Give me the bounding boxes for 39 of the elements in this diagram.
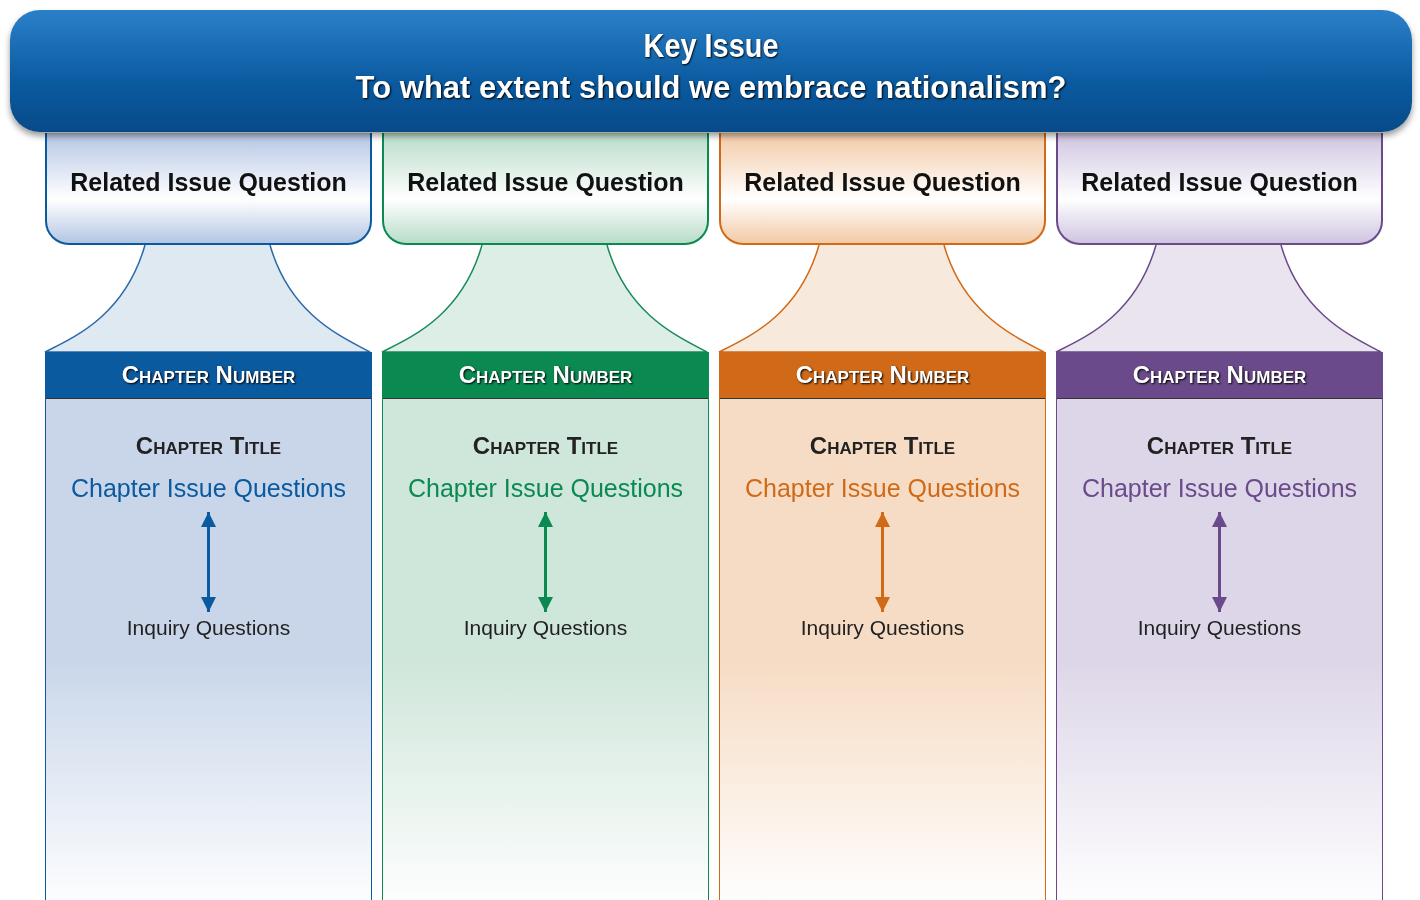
double-arrow — [538, 512, 553, 612]
funnel-connector — [1055, 244, 1382, 353]
chapter-panel — [719, 352, 1046, 900]
inquiry-questions: Inquiry Questions — [383, 616, 708, 640]
chapter-issue-questions: Chapter Issue Questions — [1057, 474, 1382, 503]
double-arrow — [1212, 512, 1227, 612]
funnel-connector — [381, 244, 708, 353]
chapter-panel — [382, 352, 709, 900]
funnel-connector — [718, 244, 1045, 353]
double-arrow — [875, 512, 890, 612]
chapter-number-header: Chapter Number — [383, 352, 708, 399]
chapter-title: Chapter Title — [134, 432, 283, 460]
funnel-connector — [44, 244, 371, 353]
chapter-panel — [45, 352, 372, 900]
banner-heading: Key Issue — [642, 26, 780, 65]
question-box — [45, 133, 372, 245]
banner-question: To what extent should we embrace nationalism? — [354, 70, 1068, 106]
chapter-issue-questions: Chapter Issue Questions — [46, 474, 371, 503]
chapter-title: Chapter Title — [471, 432, 620, 460]
inquiry-questions: Inquiry Questions — [46, 616, 371, 640]
chapter-number-header: Chapter Number — [720, 352, 1045, 399]
question-box — [1056, 133, 1383, 245]
question-label: Related Issue Question — [69, 168, 348, 197]
chapter-issue-questions: Chapter Issue Questions — [720, 474, 1045, 503]
question-label: Related Issue Question — [1080, 168, 1359, 197]
chapter-title: Chapter Title — [808, 432, 957, 460]
chapter-panel — [1056, 352, 1383, 900]
question-box — [382, 133, 709, 245]
chapter-title: Chapter Title — [1145, 432, 1294, 460]
chapter-issue-questions: Chapter Issue Questions — [383, 474, 708, 503]
title-banner — [10, 10, 1412, 132]
question-label: Related Issue Question — [406, 168, 685, 197]
chapter-number-header: Chapter Number — [1057, 352, 1382, 399]
chapter-number-header: Chapter Number — [46, 352, 371, 399]
question-label: Related Issue Question — [743, 168, 1022, 197]
inquiry-questions: Inquiry Questions — [720, 616, 1045, 640]
question-box — [719, 133, 1046, 245]
inquiry-questions: Inquiry Questions — [1057, 616, 1382, 640]
double-arrow — [201, 512, 216, 612]
